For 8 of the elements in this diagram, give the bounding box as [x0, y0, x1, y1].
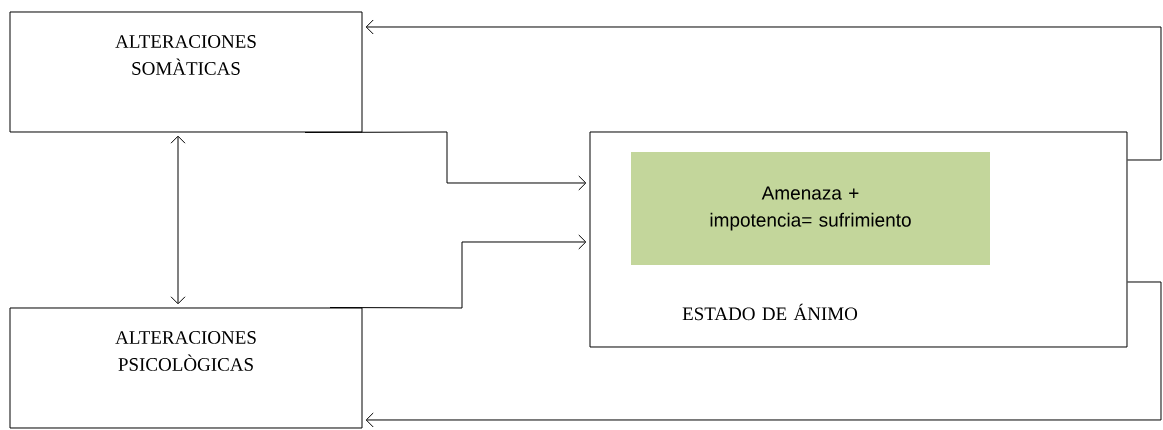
arrow	[304, 131, 587, 191]
arrow	[170, 135, 186, 305]
process-box: ALTERACIONES PSICOLÒGICAS	[9, 307, 363, 429]
highlight-box: Amenaza + impotencia= sufrimiento	[631, 152, 990, 265]
arrow	[365, 281, 1162, 428]
arrow	[365, 19, 1162, 161]
arrow	[329, 234, 587, 309]
process-box: ALTERACIONES SOMÀTICAS	[9, 11, 363, 133]
